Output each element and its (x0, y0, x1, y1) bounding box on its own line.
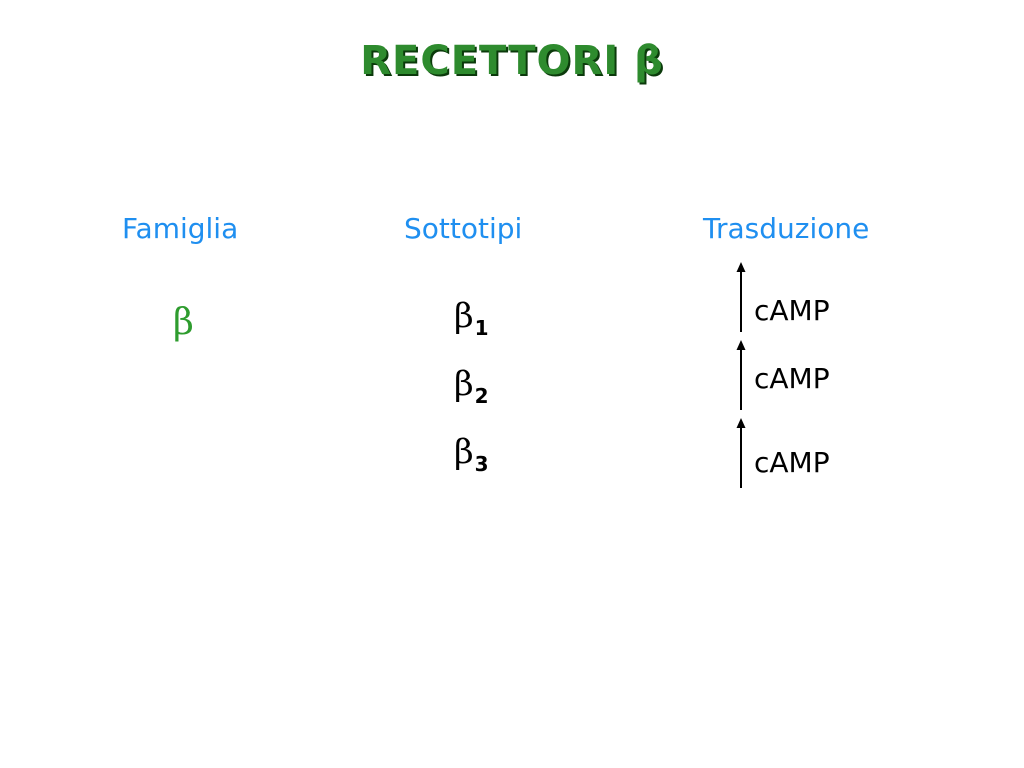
arrow-up-icon (736, 418, 746, 488)
header-sottotipi: Sottotipi (404, 212, 523, 245)
subtype-symbol: β (454, 432, 474, 472)
subtype-index: 1 (474, 316, 489, 340)
subtype-index: 3 (474, 452, 489, 476)
subtype-beta-2: β2 (454, 364, 489, 408)
subtype-beta-3: β3 (454, 432, 489, 476)
arrow-up-icon (736, 262, 746, 332)
header-trasduzione: Trasduzione (703, 212, 870, 245)
subtype-beta-1: β1 (454, 296, 489, 340)
family-beta: β (173, 302, 194, 343)
transduction-label: cAMP (754, 294, 830, 327)
header-famiglia: Famiglia (122, 212, 239, 245)
slide-title: RECETTORI β (360, 38, 664, 84)
subtype-symbol: β (454, 364, 474, 404)
arrow-up-icon (736, 340, 746, 410)
subtype-symbol: β (454, 296, 474, 336)
subtype-index: 2 (474, 384, 489, 408)
transduction-label: cAMP (754, 446, 830, 479)
transduction-label: cAMP (754, 362, 830, 395)
